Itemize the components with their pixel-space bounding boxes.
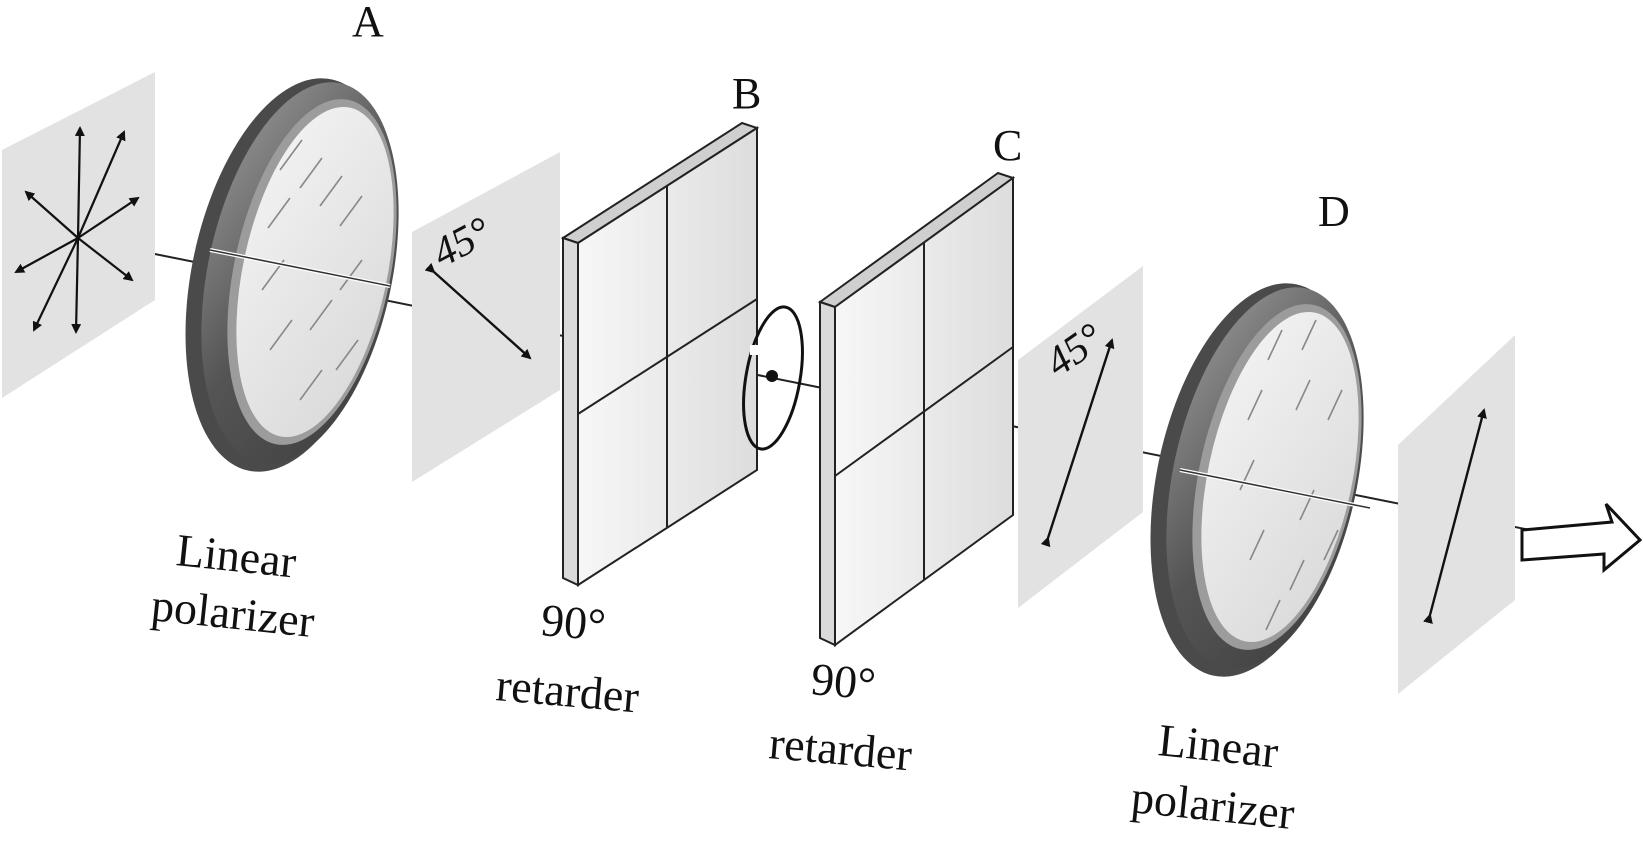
input-unpolarized-panel: [2, 72, 155, 398]
caption-polarizer-left-line1: Linear: [174, 524, 299, 587]
caption-polarizer-right-line2: polarizer: [1129, 771, 1297, 839]
unpolarized-arrows-icon: [14, 126, 140, 334]
label-a: A: [352, 0, 384, 46]
linear-polarizer-d: [1150, 283, 1371, 677]
linear-polarizer-a: [185, 78, 399, 472]
output-polarized-panel: [1398, 335, 1515, 694]
label-d: D: [1318, 187, 1350, 236]
polarized-45-panel-1: [412, 152, 560, 482]
retarder-plate-c: [817, 171, 1016, 647]
polarized-45-panel-2: [1018, 266, 1143, 608]
polarization-arrow-vertical-icon: [1423, 408, 1487, 625]
polarizer-d-hatching-icon: [1239, 319, 1343, 631]
retarder-plate-b: [560, 121, 760, 587]
caption-retarder-c-line1: 90°: [809, 653, 878, 709]
label-c: C: [993, 121, 1022, 170]
polarization-arrow-45-icon: [424, 262, 532, 360]
label-b: B: [732, 69, 761, 118]
caption-retarder-b-line2: retarder: [494, 659, 641, 722]
caption-polarizer-left-line2: polarizer: [149, 579, 317, 647]
polarization-arrow-45b-icon: [1040, 338, 1115, 548]
caption-retarder-c-line2: retarder: [767, 717, 914, 780]
caption-polarizer-right-line1: Linear: [1156, 714, 1281, 777]
caption-retarder-b-line1: 90°: [539, 594, 608, 650]
output-direction-arrow-icon: [1520, 502, 1643, 574]
circular-polarization-icon: [742, 305, 804, 451]
